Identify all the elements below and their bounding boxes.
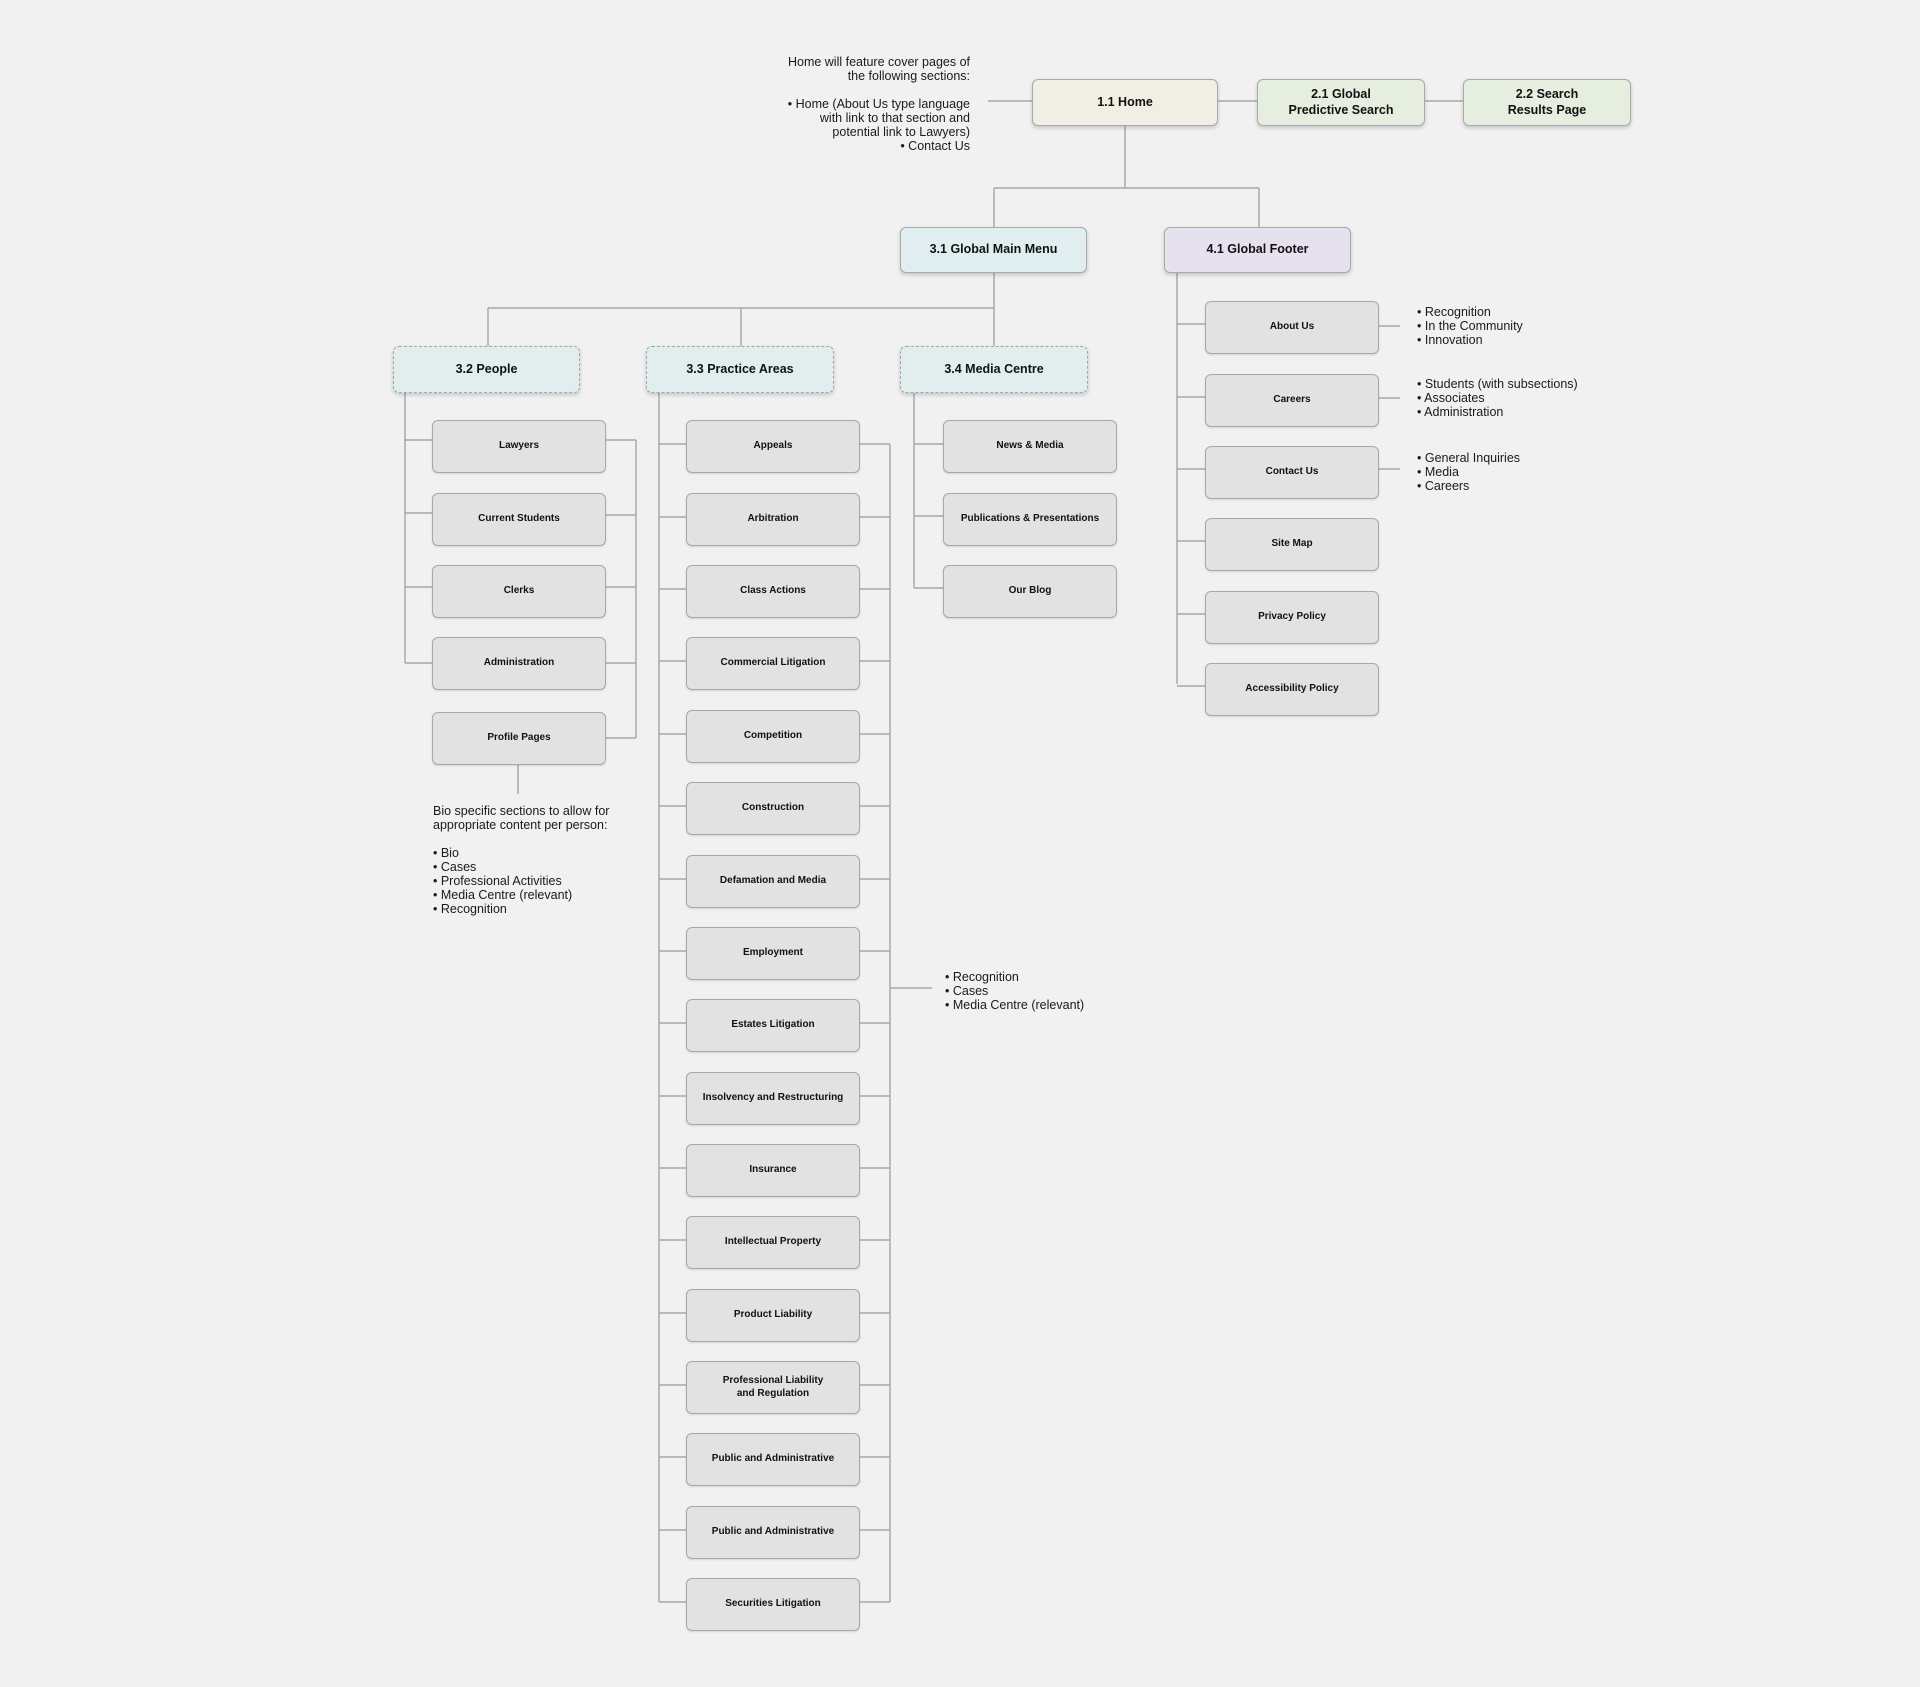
home-note-spacer bbox=[760, 83, 970, 97]
footer-note-bullet: • Recognition bbox=[1417, 305, 1491, 319]
practice-item-class-actions[interactable]: Class Actions bbox=[686, 565, 860, 618]
people-note-bullet: • Bio bbox=[433, 846, 459, 860]
practice-item-arbitration[interactable]: Arbitration bbox=[686, 493, 860, 546]
home-note-bullet: potential link to Lawyers) bbox=[832, 125, 970, 139]
home-note-bullet: • Contact Us bbox=[900, 139, 970, 153]
people-note-bullet: • Professional Activities bbox=[433, 874, 562, 888]
practice-note-bullet: • Cases bbox=[945, 984, 989, 998]
home-note-line: the following sections: bbox=[847, 69, 970, 83]
footer-item-contact-us[interactable]: Contact Us bbox=[1205, 446, 1379, 499]
people-item-current-students[interactable]: Current Students bbox=[432, 493, 606, 546]
practice-item-competition[interactable]: Competition bbox=[686, 710, 860, 763]
people-section[interactable]: 3.2 People bbox=[393, 346, 580, 393]
people-profile-note: Bio specific sections to allow for appro… bbox=[433, 804, 609, 916]
people-note-bullet: • Media Centre (relevant) bbox=[433, 888, 573, 902]
practice-areas-section[interactable]: 3.3 Practice Areas bbox=[646, 346, 834, 393]
footer-note-bullet: • Careers bbox=[1417, 479, 1470, 493]
practice-item-insurance[interactable]: Insurance bbox=[686, 1144, 860, 1197]
search-results-node[interactable]: 2.2 Search Results Page bbox=[1463, 79, 1631, 126]
home-note-line: Home will feature cover pages of bbox=[787, 55, 970, 69]
people-item-administration[interactable]: Administration bbox=[432, 637, 606, 690]
footer-note-bullet: • Media bbox=[1417, 465, 1459, 479]
practice-item-intellectual-property[interactable]: Intellectual Property bbox=[686, 1216, 860, 1269]
footer-item-accessibility-policy[interactable]: Accessibility Policy bbox=[1205, 663, 1379, 716]
home-note: Home will feature cover pages of the fol… bbox=[760, 55, 970, 153]
practice-item-professional-liability[interactable]: Professional Liability and Regulation bbox=[686, 1361, 860, 1414]
footer-about-note: • Recognition • In the Community • Innov… bbox=[1417, 305, 1523, 347]
global-search-node[interactable]: 2.1 Global Predictive Search bbox=[1257, 79, 1425, 126]
footer-note-bullet: • Innovation bbox=[1417, 333, 1483, 347]
people-note-bullet: • Cases bbox=[433, 860, 477, 874]
practice-item-commercial-litigation[interactable]: Commercial Litigation bbox=[686, 637, 860, 690]
people-note-line: Bio specific sections to allow for bbox=[433, 804, 610, 818]
people-item-clerks[interactable]: Clerks bbox=[432, 565, 606, 618]
footer-note-bullet: • In the Community bbox=[1417, 319, 1523, 333]
media-centre-section[interactable]: 3.4 Media Centre bbox=[900, 346, 1088, 393]
footer-careers-note: • Students (with subsections) • Associat… bbox=[1417, 377, 1578, 419]
practice-note-bullet: • Media Centre (relevant) bbox=[945, 998, 1085, 1012]
footer-item-site-map[interactable]: Site Map bbox=[1205, 518, 1379, 571]
practice-item-defamation-and-media[interactable]: Defamation and Media bbox=[686, 855, 860, 908]
practice-item-securities-litigation[interactable]: Securities Litigation bbox=[686, 1578, 860, 1631]
practice-item-public-and-administrative-1[interactable]: Public and Administrative bbox=[686, 1433, 860, 1486]
people-note-spacer bbox=[433, 832, 609, 846]
footer-note-bullet: • Administration bbox=[1417, 405, 1504, 419]
people-note-line: appropriate content per person: bbox=[433, 818, 608, 832]
people-note-bullet: • Recognition bbox=[433, 902, 507, 916]
practice-note-bullet: • Recognition bbox=[945, 970, 1019, 984]
home-note-bullet: • Home (About Us type language bbox=[787, 97, 970, 111]
footer-node[interactable]: 4.1 Global Footer bbox=[1164, 227, 1351, 273]
practice-note: • Recognition • Cases • Media Centre (re… bbox=[945, 970, 1084, 1012]
footer-note-bullet: • General Inquiries bbox=[1417, 451, 1521, 465]
home-note-bullet: with link to that section and bbox=[819, 111, 970, 125]
footer-contact-note: • General Inquiries • Media • Careers bbox=[1417, 451, 1520, 493]
practice-item-appeals[interactable]: Appeals bbox=[686, 420, 860, 473]
practice-item-estates-litigation[interactable]: Estates Litigation bbox=[686, 999, 860, 1052]
footer-note-bullet: • Associates bbox=[1417, 391, 1485, 405]
footer-item-careers[interactable]: Careers bbox=[1205, 374, 1379, 427]
people-item-profile-pages[interactable]: Profile Pages bbox=[432, 712, 606, 765]
main-menu-node[interactable]: 3.1 Global Main Menu bbox=[900, 227, 1087, 273]
media-item-publications[interactable]: Publications & Presentations bbox=[943, 493, 1117, 546]
people-item-lawyers[interactable]: Lawyers bbox=[432, 420, 606, 473]
footer-item-privacy-policy[interactable]: Privacy Policy bbox=[1205, 591, 1379, 644]
practice-item-product-liability[interactable]: Product Liability bbox=[686, 1289, 860, 1342]
media-item-our-blog[interactable]: Our Blog bbox=[943, 565, 1117, 618]
media-item-news-and-media[interactable]: News & Media bbox=[943, 420, 1117, 473]
practice-item-public-and-administrative-2[interactable]: Public and Administrative bbox=[686, 1506, 860, 1559]
practice-item-insolvency-and-restructuring[interactable]: Insolvency and Restructuring bbox=[686, 1072, 860, 1125]
practice-item-employment[interactable]: Employment bbox=[686, 927, 860, 980]
footer-note-bullet: • Students (with subsections) bbox=[1417, 377, 1578, 391]
home-node[interactable]: 1.1 Home bbox=[1032, 79, 1218, 126]
footer-item-about-us[interactable]: About Us bbox=[1205, 301, 1379, 354]
practice-item-construction[interactable]: Construction bbox=[686, 782, 860, 835]
